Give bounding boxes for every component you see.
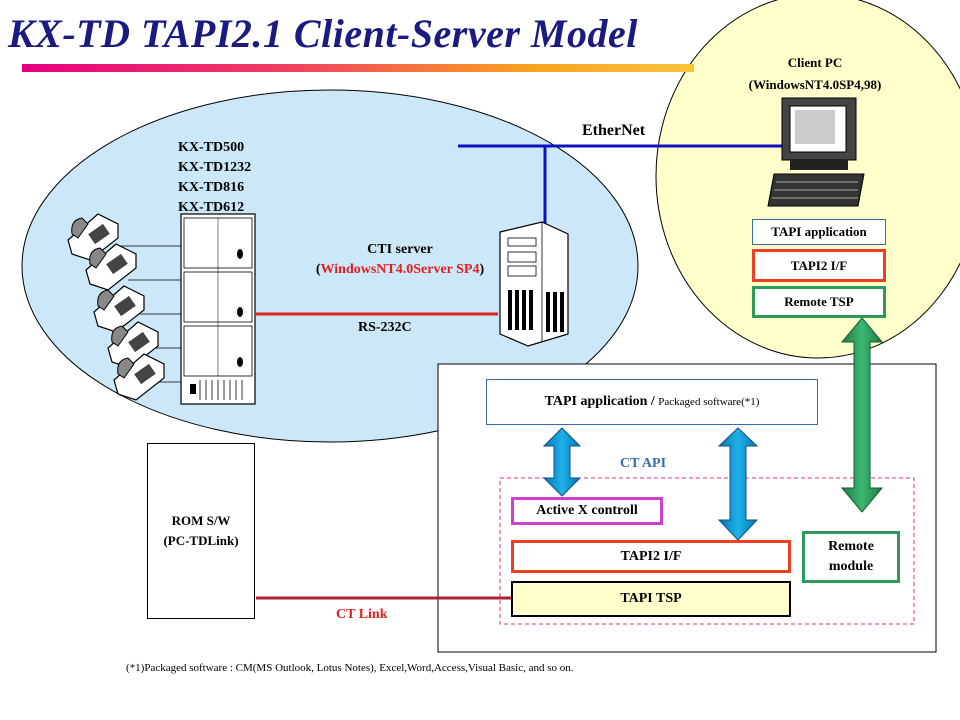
- activex-control-box: Active X controll: [511, 497, 663, 525]
- tapi-app-separator: /: [647, 394, 659, 409]
- phone-2-icon: [85, 243, 137, 291]
- tapi-tsp-box: TAPI TSP: [511, 581, 791, 617]
- title-underline: [22, 64, 694, 72]
- ethernet-label: EtherNet: [582, 122, 646, 139]
- client-tapi-application-box: TAPI application: [752, 219, 886, 245]
- client-pc-icon: [767, 97, 865, 207]
- phone-4-icon: [107, 321, 159, 369]
- tapi-app-main-label: TAPI application: [544, 394, 648, 409]
- pbx-cabinet: [180, 213, 256, 405]
- remote-module-line1: Remote: [828, 539, 874, 554]
- pbx-model-list: KX-TD500 KX-TD1232 KX-TD816 KX-TD612: [178, 138, 251, 218]
- rom-line1: ROM S/W: [171, 513, 231, 528]
- client-tapi2-if-box: TAPI2 I/F: [752, 249, 886, 282]
- phone-5-icon: [113, 353, 165, 401]
- ct-link-label: CT Link: [336, 607, 388, 622]
- cti-server-os: (WindowsNT4.0Server SP4): [315, 262, 485, 277]
- rs232c-label: RS-232C: [358, 320, 412, 335]
- cti-server-label: CTI server (WindowsNT4.0Server SP4): [290, 240, 510, 280]
- pbx-model: KX-TD500: [178, 140, 245, 155]
- remote-module-line2: module: [828, 559, 874, 574]
- client-remote-tsp-box: Remote TSP: [752, 286, 886, 318]
- phone-3-icon: [93, 285, 145, 333]
- client-pc-os: (WindowsNT4.0SP4,98): [748, 77, 882, 92]
- server-tapi2-if-box: TAPI2 I/F: [511, 540, 791, 573]
- cti-server-name: CTI server: [367, 242, 433, 257]
- client-pc-name: Client PC: [787, 55, 843, 70]
- api-arrow-activex: [542, 427, 582, 497]
- pbx-model: KX-TD816: [178, 180, 245, 195]
- remote-arrow: [840, 317, 884, 513]
- client-pc-label: Client PC (WindowsNT4.0SP4,98): [720, 52, 910, 96]
- server-tapi-application-box: TAPI application / Packaged software(*1): [486, 379, 818, 425]
- footnote: (*1)Packaged software : CM(MS Outlook, L…: [126, 662, 574, 674]
- pbx-model: KX-TD612: [178, 200, 245, 215]
- rom-sw-box: ROM S/W (PC-TDLink): [147, 443, 255, 619]
- page-title: KX-TD TAPI2.1 Client-Server Model: [8, 11, 638, 56]
- ct-api-label: CT API: [620, 456, 667, 471]
- pbx-model: KX-TD1232: [178, 160, 252, 175]
- remote-module-box: Remote module: [802, 531, 900, 583]
- tapi-app-packaged-label: Packaged software(*1): [658, 396, 760, 408]
- phone-1-icon: [67, 213, 119, 261]
- tapi-dashed-region: [499, 477, 915, 625]
- server-tower-icon: [499, 221, 569, 347]
- rom-line2: (PC-TDLink): [163, 533, 239, 548]
- server-zone-ellipse: [21, 89, 639, 443]
